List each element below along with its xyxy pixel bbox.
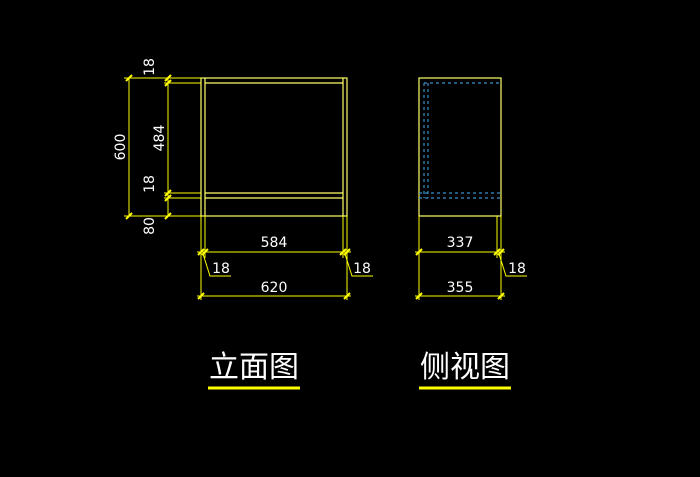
elevation-view: 600 18 484 18 80 584 18 18 6 xyxy=(113,58,373,390)
elevation-outline xyxy=(200,77,348,217)
cabinet-outer-frame xyxy=(200,77,348,217)
dim-right-side-label: 18 xyxy=(353,261,371,277)
dim-inner-width-label: 584 xyxy=(261,235,288,251)
tick-marks-side xyxy=(415,248,505,300)
dim-total-depth-label: 355 xyxy=(447,280,474,296)
elevation-vertical-dimensions xyxy=(124,74,201,220)
tick-marks-vertical xyxy=(125,74,172,220)
side-outer-frame xyxy=(418,77,502,217)
elevation-view-title: 立面图 xyxy=(209,350,299,385)
elevation-horizontal-dimensions xyxy=(197,216,373,300)
tick-marks-horizontal xyxy=(197,248,351,300)
side-view-title: 侧视图 xyxy=(420,350,510,385)
dim-back-board-label: 18 xyxy=(508,261,526,277)
dim-inner-depth-label: 337 xyxy=(447,235,474,251)
dim-top-board-label: 18 xyxy=(142,58,158,76)
dim-opening-height-label: 484 xyxy=(152,125,168,152)
leader-right-side xyxy=(344,253,373,277)
side-view: 337 18 355 侧视图 xyxy=(415,77,527,390)
dim-bottom-board-label: 18 xyxy=(142,175,158,193)
side-dimensions xyxy=(415,216,527,300)
dim-left-side-label: 18 xyxy=(212,261,230,277)
leader-left-side xyxy=(202,253,231,277)
dim-total-width-label: 620 xyxy=(261,280,288,296)
leader-back-board xyxy=(498,253,527,277)
dim-total-height-label: 600 xyxy=(113,134,129,161)
hidden-lines xyxy=(419,82,501,199)
dim-plinth-label: 80 xyxy=(142,217,158,235)
